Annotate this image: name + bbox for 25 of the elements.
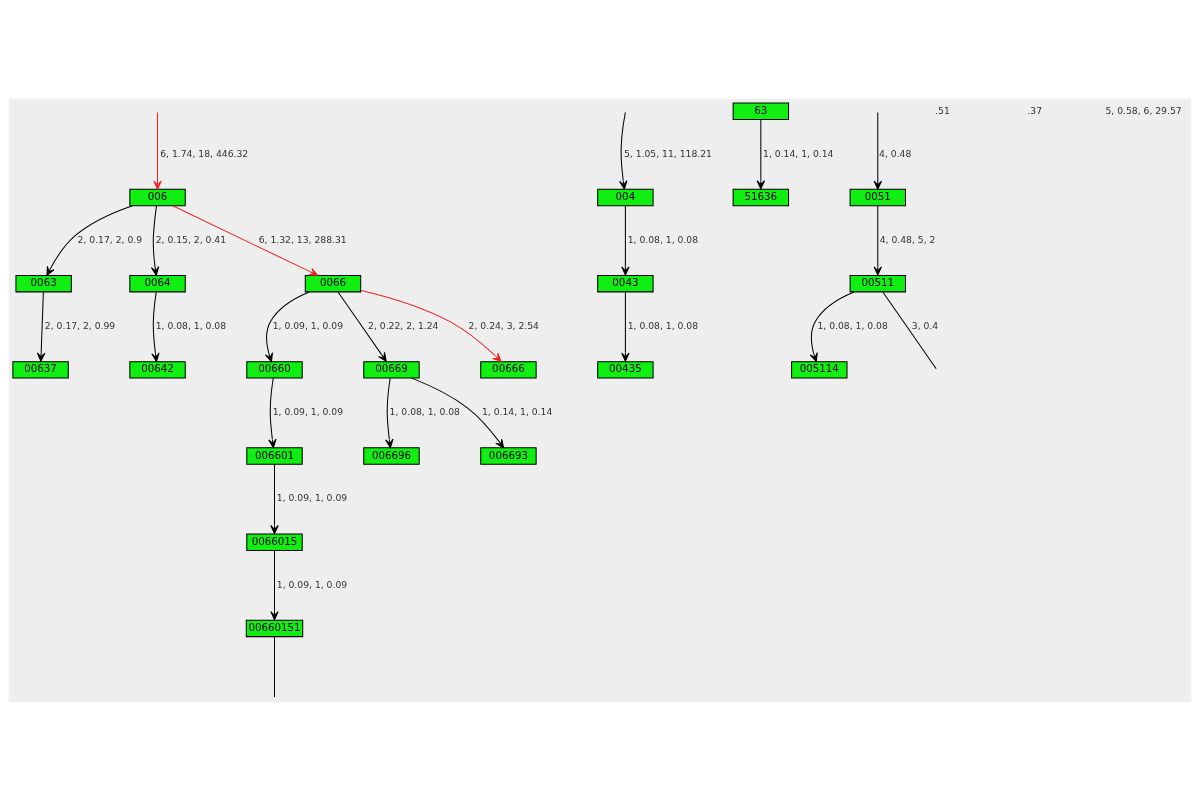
edge-label: 4, 0.48, 5, 2 [879,233,936,245]
edge-label: 1, 0.09, 1, 0.09 [276,578,348,590]
edge-label: 2, 0.17, 2, 0.99 [44,319,116,331]
edge-label: 1, 0.08, 1, 0.08 [627,319,699,331]
edge-label: 6, 1.32, 13, 288.31 [258,233,347,245]
edge-label: 1, 0.08, 1, 0.08 [817,319,888,331]
edge-label: 6, 1.74, 18, 446.32 [160,147,249,159]
label: .51 [935,104,950,116]
edge-label: 2, 0.24, 3, 2.54 [468,319,539,331]
edge-label: 5, 1.05, 11, 118.21 [623,147,712,159]
edge-label: 1, 0.09, 1, 0.09 [276,491,348,503]
edge-label: 3, 0.4 [911,319,939,331]
label: .37 [1027,104,1043,116]
label: 5, 0.58, 6, 29.57 [1105,104,1182,116]
edge-label: 2, 0.15, 2, 0.41 [155,233,227,245]
edge-label: 1, 0.09, 1, 0.09 [272,319,344,331]
edge-label: 2, 0.17, 2, 0.9 [77,233,143,245]
edge-label: 2, 0.22, 2, 1.24 [368,319,439,331]
edge-label: 1, 0.08, 1, 0.08 [389,405,460,417]
edge-label: 1, 0.09, 1, 0.09 [272,405,344,417]
edge-label: 4, 0.48 [879,147,912,159]
edge-label: 1, 0.14, 1, 0.14 [481,405,553,417]
edge-label: 1, 0.08, 1, 0.08 [155,319,227,331]
edge-label: 1, 0.08, 1, 0.08 [627,233,699,245]
edge-label: 1, 0.14, 1, 0.14 [763,147,834,159]
